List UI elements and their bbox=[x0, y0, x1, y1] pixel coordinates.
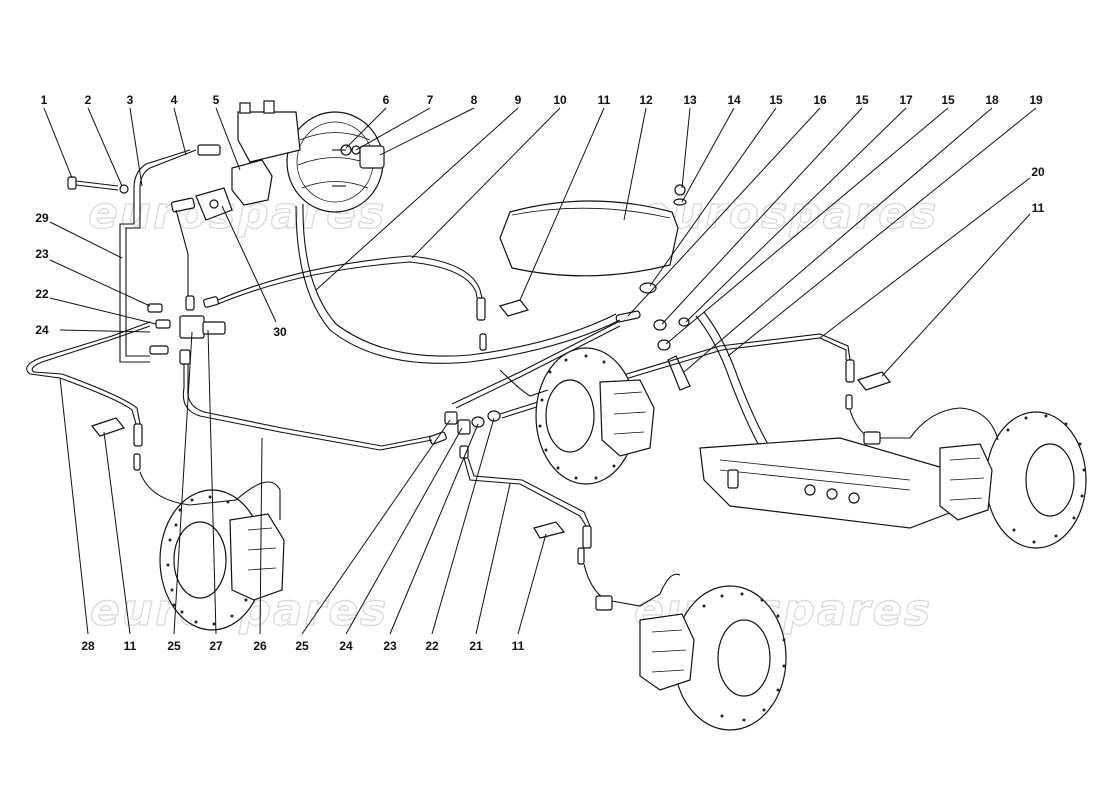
callout-27: 27 bbox=[209, 639, 223, 653]
callout-8: 8 bbox=[471, 93, 478, 107]
callout-6: 6 bbox=[383, 93, 390, 107]
callout-15-c: 15 bbox=[941, 93, 955, 107]
callout-29: 29 bbox=[35, 211, 49, 225]
callout-13: 13 bbox=[683, 93, 697, 107]
callout-17: 17 bbox=[899, 93, 913, 107]
brake-booster bbox=[286, 111, 385, 213]
callout-30: 30 bbox=[273, 325, 287, 339]
callouts-top: 1 2 3 4 5 6 7 8 9 10 11 12 13 14 15 16 1… bbox=[41, 93, 1043, 107]
callout-18: 18 bbox=[985, 93, 999, 107]
callout-10: 10 bbox=[553, 93, 567, 107]
vacuum-hose bbox=[295, 203, 621, 364]
callout-9: 9 bbox=[515, 93, 522, 107]
callout-28: 28 bbox=[81, 639, 95, 653]
callout-11-top: 11 bbox=[598, 93, 611, 107]
hose-brackets bbox=[90, 299, 892, 539]
watermark-top-right: eurospares bbox=[640, 188, 938, 239]
callout-24-left: 24 bbox=[35, 323, 49, 337]
brake-disc-rear-right bbox=[849, 407, 1087, 549]
master-cylinder bbox=[170, 100, 301, 213]
callout-15-b: 15 bbox=[855, 93, 869, 107]
callout-23-left: 23 bbox=[35, 247, 49, 261]
callout-11-right: 11 bbox=[1032, 201, 1045, 215]
callout-25-a: 25 bbox=[167, 639, 181, 653]
callout-4: 4 bbox=[171, 93, 178, 107]
brake-disc-rear-left bbox=[583, 563, 787, 731]
callout-15-a: 15 bbox=[769, 93, 783, 107]
callout-23-bottom: 23 bbox=[383, 639, 397, 653]
callout-2: 2 bbox=[85, 93, 92, 107]
brake-disc-front-right bbox=[499, 347, 655, 485]
callout-11-bottom-b: 11 bbox=[512, 639, 525, 653]
callout-14: 14 bbox=[727, 93, 741, 107]
callouts-left: 29 23 22 24 bbox=[35, 211, 49, 337]
brake-disc-front-left bbox=[139, 471, 285, 631]
hose-fittings bbox=[133, 297, 855, 565]
callout-20: 20 bbox=[1031, 165, 1045, 179]
distribution-union-left bbox=[147, 295, 226, 365]
callout-7: 7 bbox=[427, 93, 434, 107]
callout-12: 12 bbox=[639, 93, 653, 107]
callouts-inner: 30 bbox=[273, 325, 287, 339]
leader-lines bbox=[43, 107, 1037, 635]
callout-16: 16 bbox=[813, 93, 827, 107]
callout-1: 1 bbox=[41, 93, 48, 107]
bolt bbox=[67, 176, 129, 194]
callouts-right: 20 11 bbox=[1031, 165, 1045, 215]
callout-3: 3 bbox=[127, 93, 134, 107]
callout-19: 19 bbox=[1029, 93, 1043, 107]
callout-22-left: 22 bbox=[35, 287, 49, 301]
callouts-bottom: 28 11 25 27 26 25 24 23 22 21 11 bbox=[81, 639, 524, 653]
callout-11-bottom-a: 11 bbox=[124, 639, 137, 653]
pressure-regulator-valve bbox=[195, 187, 233, 221]
rear-crossmember bbox=[699, 437, 953, 529]
callout-25-b: 25 bbox=[295, 639, 309, 653]
callout-5: 5 bbox=[213, 93, 220, 107]
callout-21: 21 bbox=[469, 639, 483, 653]
callout-26: 26 bbox=[253, 639, 267, 653]
callout-22-bottom: 22 bbox=[425, 639, 439, 653]
callout-24-bottom: 24 bbox=[339, 639, 353, 653]
